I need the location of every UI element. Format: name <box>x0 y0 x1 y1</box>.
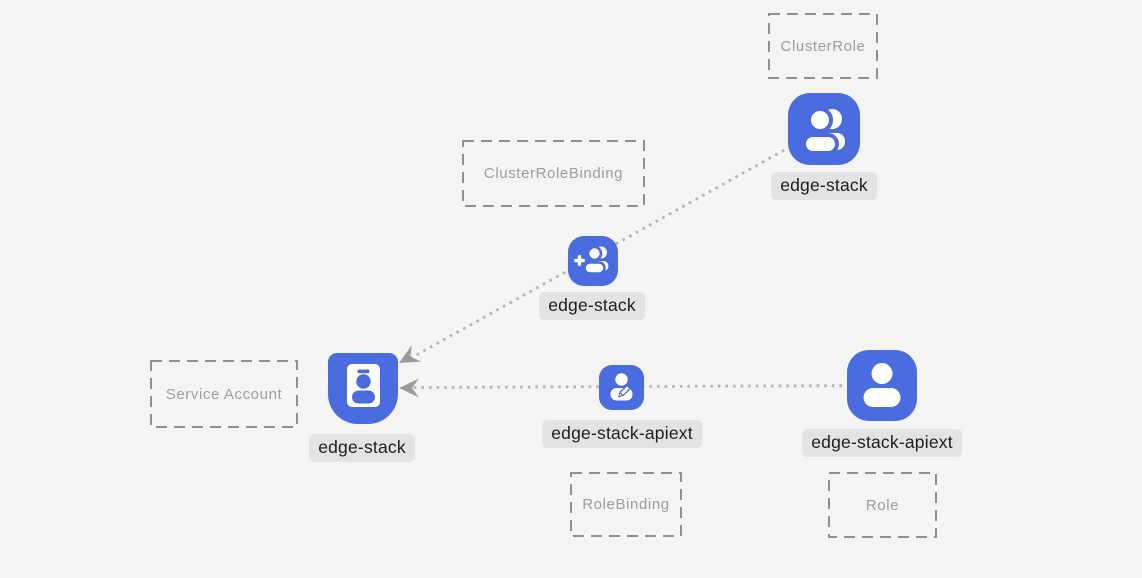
rolebinding-node-label: edge-stack-apiext <box>542 420 702 448</box>
clusterrole-node <box>788 93 860 165</box>
clusterrole-type-box <box>768 13 878 79</box>
clusterrole-type-label: ClusterRole <box>780 37 866 55</box>
clusterrolebinding-node <box>568 236 618 286</box>
clusterrolebinding-type-label: ClusterRoleBinding <box>483 165 624 182</box>
role-node <box>847 350 917 421</box>
serviceaccount-node <box>328 353 398 424</box>
arrowhead-clusterrolebinding <box>399 344 422 363</box>
clusterrole-node-label: edge-stack <box>771 172 877 200</box>
serviceaccount-type-label: Service Account <box>165 385 283 403</box>
role-type-label: Role <box>865 496 900 514</box>
id-badge-icon <box>347 364 380 407</box>
rolebinding-node <box>599 365 644 410</box>
serviceaccount-node-label: edge-stack <box>309 434 415 462</box>
person-icon <box>863 363 901 407</box>
rolebinding-type-label: RoleBinding <box>582 496 670 513</box>
serviceaccount-type-box <box>150 360 298 428</box>
person-add-icon <box>574 245 609 275</box>
clusterrolebinding-type-box <box>462 140 645 207</box>
role-type-box <box>828 472 937 538</box>
role-node-label: edge-stack-apiext <box>802 429 962 457</box>
arrowhead-rolebinding <box>399 378 419 398</box>
clusterrolebinding-node-label: edge-stack <box>539 292 645 320</box>
rolebinding-type-box <box>570 472 682 537</box>
group-icon <box>802 107 845 155</box>
edge-role-to-serviceaccount <box>411 384 881 389</box>
edge-clusterrole-to-serviceaccount <box>410 126 825 360</box>
person-edit-icon <box>610 373 633 401</box>
